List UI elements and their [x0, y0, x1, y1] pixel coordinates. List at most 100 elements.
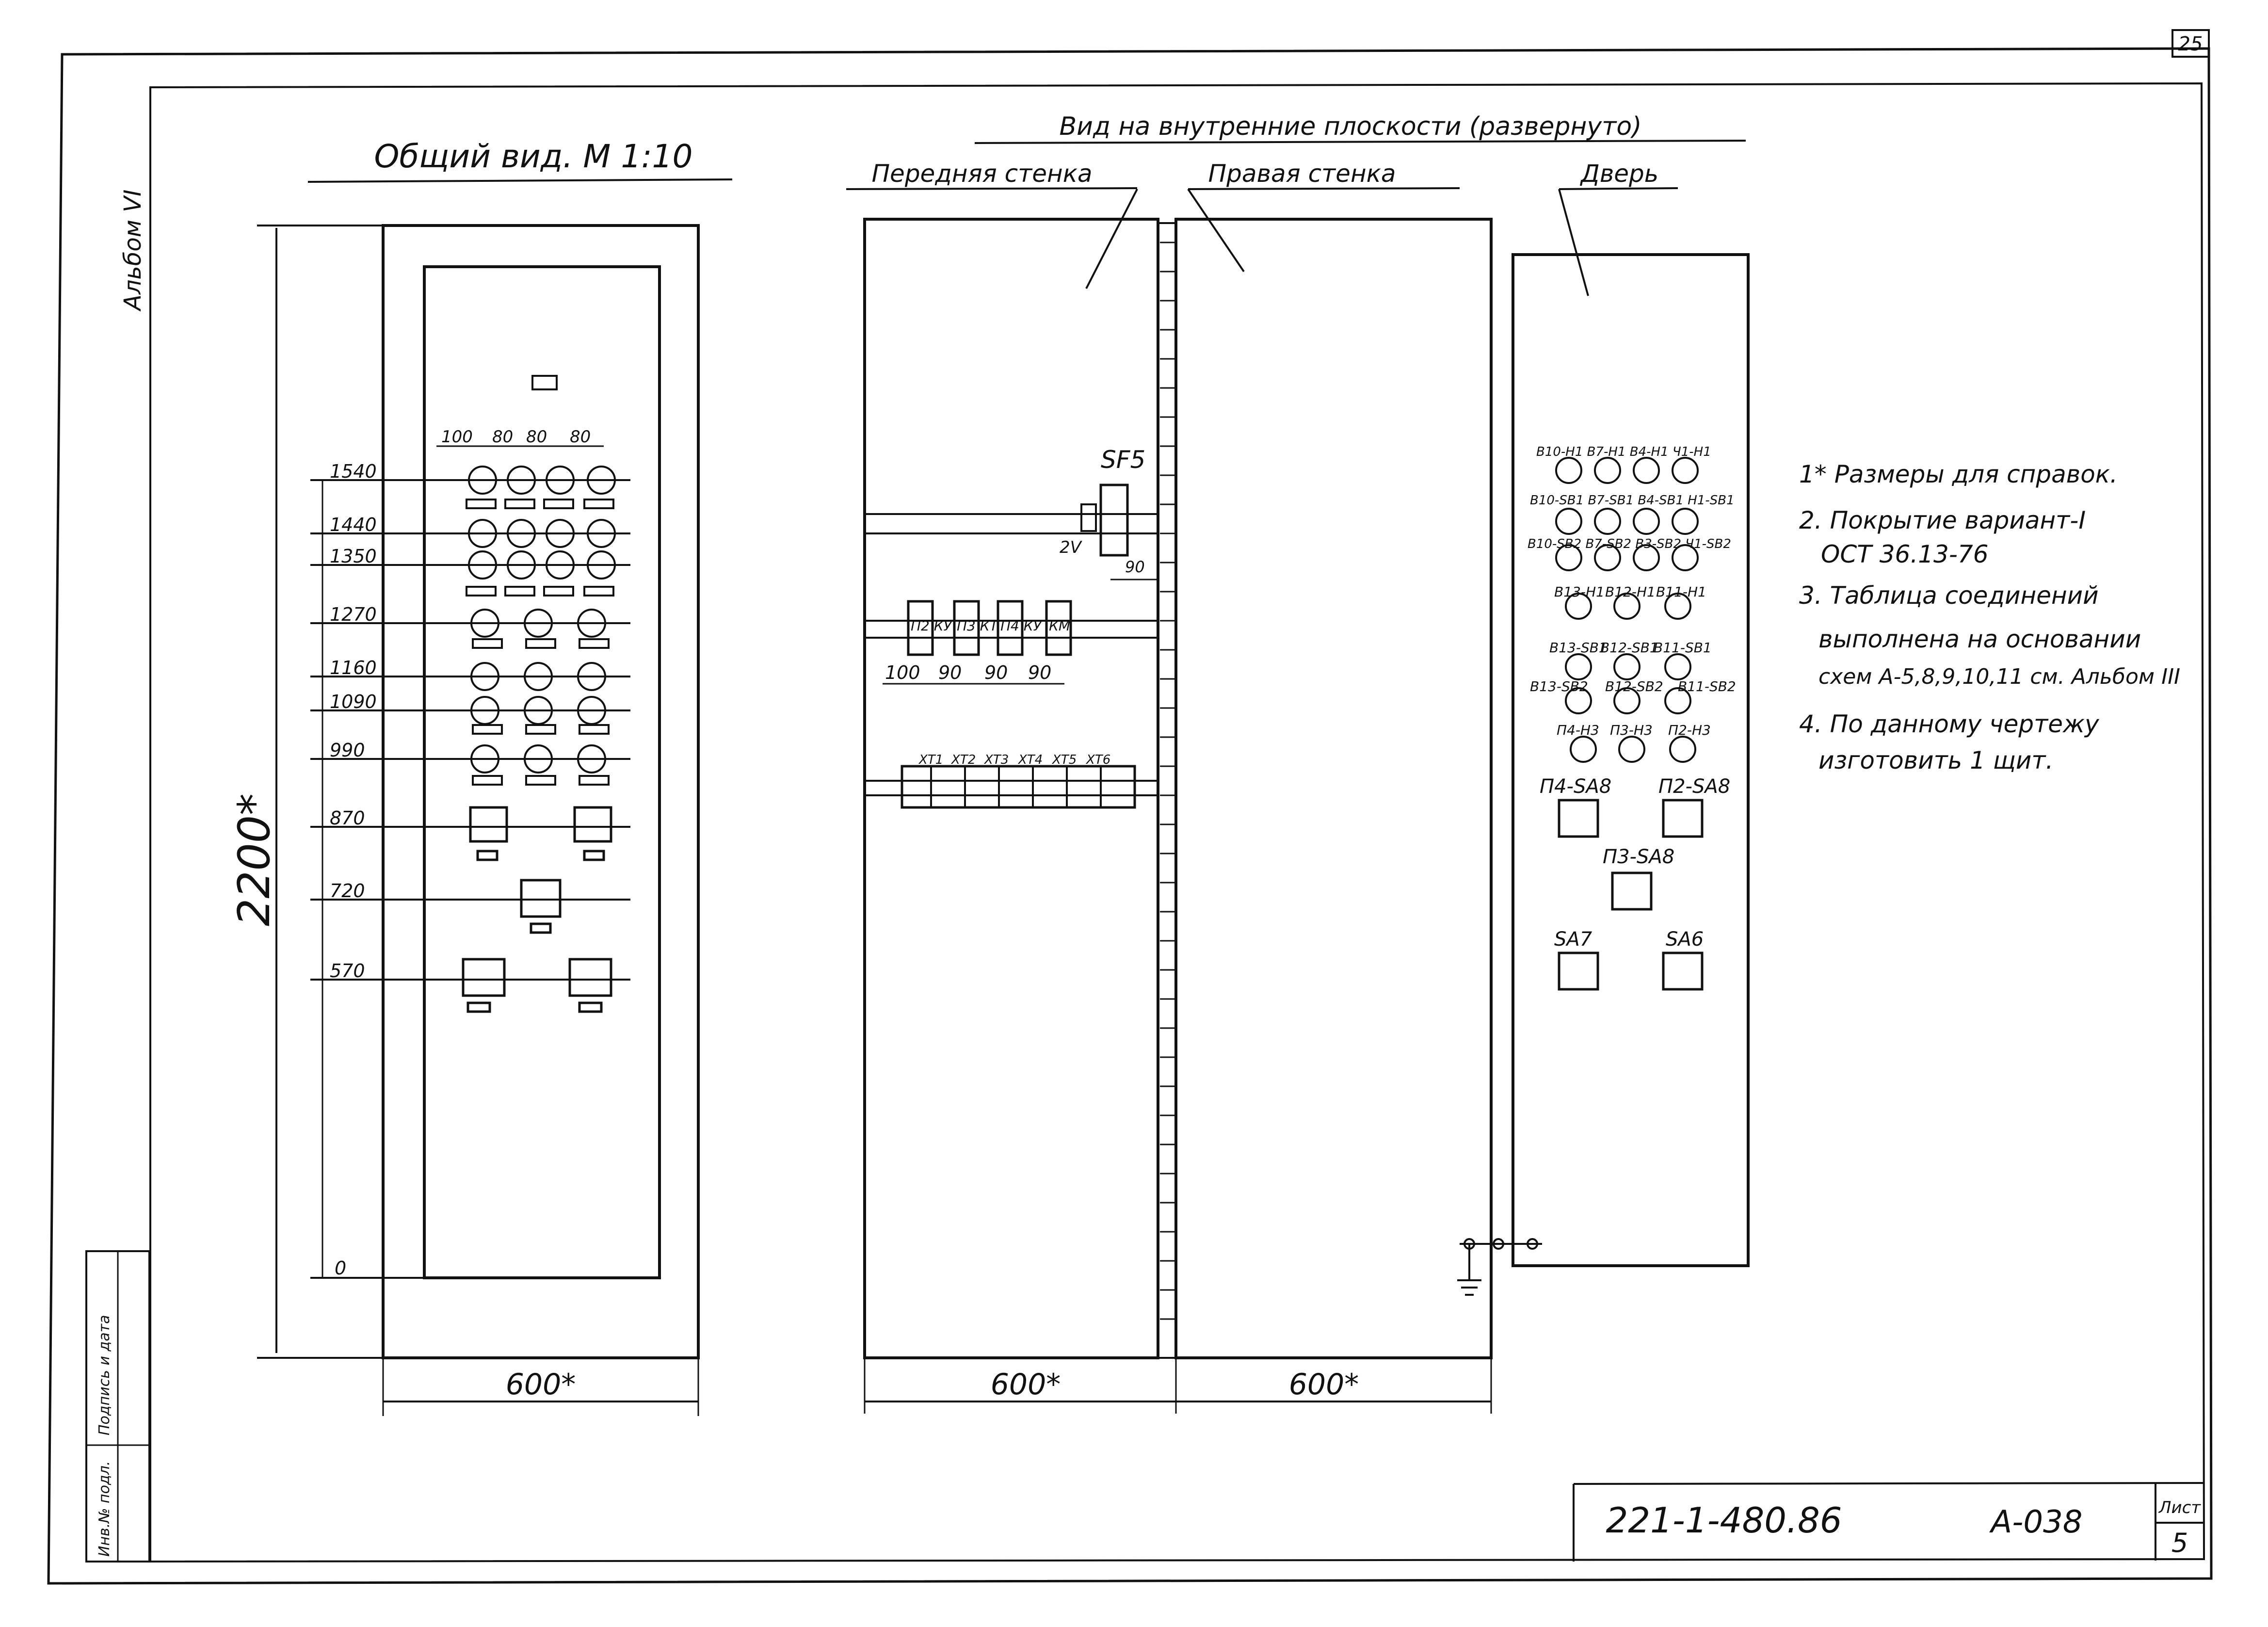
terminal-6: ХТ6 — [1085, 753, 1110, 767]
col-dim-4: 80 — [570, 427, 591, 447]
stamp-sign: Подпись и дата — [96, 1315, 113, 1436]
door-row6-3: В11-SВ2 — [1678, 678, 1736, 694]
side-stamp: Инв.№ подл. Подпись и дата — [85, 1250, 150, 1563]
door-switch-4-label: SА7 — [1554, 928, 1592, 950]
sheet-number-box: 25 — [2171, 29, 2210, 58]
door-title: Дверь — [1580, 160, 1659, 188]
terminal-1: ХТ1 — [918, 753, 943, 767]
terminal-5: ХТ5 — [1051, 753, 1077, 767]
din-rail — [1157, 222, 1177, 1359]
level-720: 720 — [330, 880, 365, 902]
door-row6-1: В13-SВ2 — [1530, 678, 1588, 694]
level-1440: 1440 — [330, 514, 377, 535]
door-row4-1: В13-Н1 — [1554, 584, 1605, 600]
notes: 1* Размеры для справок. 2. Покрытие вари… — [1799, 460, 2180, 774]
drawing-code: 221-1-480.86 — [1606, 1500, 1842, 1541]
level-1350: 1350 — [330, 546, 377, 567]
door-switch-2-label: П2-SА8 — [1658, 775, 1730, 798]
right-wall-title: Правая стенка — [1208, 160, 1396, 188]
door-outline — [1512, 253, 1750, 1267]
relay-dim-1: 100 — [885, 662, 920, 683]
stamp-inv: Инв.№ подл. — [96, 1461, 113, 1557]
door-row4-3: В11-Н1 — [1656, 584, 1706, 600]
terminal-4: ХТ4 — [1017, 753, 1043, 767]
relay-blocks — [907, 600, 1072, 656]
sheet-frame — [47, 47, 2213, 1585]
note-2b: ОСТ 36.13-76 — [1821, 540, 1989, 568]
breaker-note: 2V — [1060, 538, 1083, 557]
terminal-3: ХТ3 — [983, 753, 1009, 767]
right-width-dim: 600* — [1289, 1368, 1359, 1401]
sheet-number-top: 25 — [2178, 33, 2203, 55]
album-label: Альбом VI — [119, 190, 146, 312]
height-dim: 2200* — [229, 793, 280, 926]
door-row7-2: П3-Н3 — [1610, 722, 1653, 738]
level-570: 570 — [330, 960, 365, 982]
general-view: Общий вид. М 1:10 2200* 600* — [229, 138, 733, 1416]
general-view-title: Общий вид. М 1:10 — [374, 138, 692, 175]
door-switch-3-label: П3-SА8 — [1603, 846, 1674, 868]
right-wall — [1174, 218, 1493, 1359]
relay-4: КМ — [1049, 618, 1070, 634]
inner-view-title: Вид на внутренние плоскости (развернуто) — [1059, 112, 1641, 141]
col-dim-2: 80 — [492, 427, 513, 447]
door-row5-1: В13-SВ1 — [1549, 640, 1608, 656]
terminal-2: ХТ2 — [950, 753, 976, 767]
breaker-dim: 90 — [1125, 558, 1145, 576]
door-switches — [1558, 799, 1704, 991]
cabinet-outline — [382, 224, 700, 1359]
door-row1: В10-Н1 В7-Н1 В4-Н1 Ч1-Н1 — [1536, 445, 1711, 459]
note-2: 2. Покрытие вариант-I — [1799, 506, 2086, 534]
door-view: В10-Н1 В7-Н1 В4-Н1 Ч1-Н1 В10-SВ1 В7-SВ1 … — [1457, 253, 1750, 1296]
width-dim: 600* — [506, 1368, 576, 1401]
col-dim-1: 100 — [441, 427, 473, 447]
door-row5-3: В11-SВ1 — [1654, 640, 1712, 656]
relay-dim-3: 90 — [984, 662, 1008, 683]
top-plate — [531, 375, 558, 390]
relay-3: П4 КУ — [1000, 618, 1043, 634]
door-row6-2: В12-SВ2 — [1605, 678, 1663, 694]
note-1: 1* Размеры для справок. — [1799, 460, 2118, 488]
note-4: 4. По данному чертежу — [1799, 710, 2100, 738]
level-1160: 1160 — [330, 657, 377, 678]
title-block: 221-1-480.86 А-038 Лист 5 — [1573, 1482, 2204, 1562]
level-1270: 1270 — [330, 604, 377, 625]
label-plates — [466, 499, 614, 786]
inner-view: Вид на внутренние плоскости (развернуто)… — [846, 112, 1746, 1414]
level-1090: 1090 — [330, 691, 377, 712]
note-4b: изготовить 1 щит. — [1818, 746, 2053, 774]
front-width-dim: 600* — [991, 1368, 1061, 1401]
document-code: А-038 — [1989, 1504, 2082, 1540]
relay-dim-4: 90 — [1028, 662, 1051, 683]
door-row7-1: П4-Н3 — [1557, 722, 1599, 738]
note-3b: выполнена на основании — [1818, 625, 2141, 653]
note-3c: схем А-5,8,9,10,11 см. Альбом III — [1818, 664, 2180, 689]
breaker-sf5 — [1099, 483, 1129, 557]
sheet-label: Лист — [2158, 1498, 2201, 1517]
relay-dim-2: 90 — [938, 662, 962, 683]
level-990: 990 — [330, 740, 365, 761]
front-wall-title: Передняя стенка — [871, 160, 1092, 188]
door-switch-1-label: П4-SА8 — [1540, 775, 1611, 798]
breaker-label: SF5 — [1101, 446, 1145, 474]
level-0: 0 — [335, 1257, 346, 1279]
ground-icon — [1457, 1238, 1542, 1296]
switch-blocks — [462, 806, 612, 1013]
panel-outline — [423, 265, 661, 1279]
door-row7-3: П2-Н3 — [1668, 722, 1711, 738]
relay-1: П2 КУ — [911, 618, 953, 634]
note-3: 3. Таблица соединений — [1799, 581, 2099, 610]
level-1540: 1540 — [330, 461, 377, 482]
sheet-number: 5 — [2171, 1528, 2188, 1558]
door-lamps — [1555, 457, 1699, 763]
indicator-lamps — [468, 466, 616, 773]
door-row5-2: В12-SВ1 — [1600, 640, 1658, 656]
door-switch-5-label: SА6 — [1666, 928, 1704, 950]
level-870: 870 — [330, 807, 365, 829]
relay-2: П3 КТ — [957, 618, 999, 634]
door-row4-2: В12-Н1 — [1605, 584, 1656, 600]
terminal-strip — [901, 765, 1136, 809]
door-row3: В10-SВ2 В7-SВ2 В3-SВ2 Ч1-SВ2 — [1528, 537, 1731, 551]
front-wall — [863, 218, 1159, 1359]
